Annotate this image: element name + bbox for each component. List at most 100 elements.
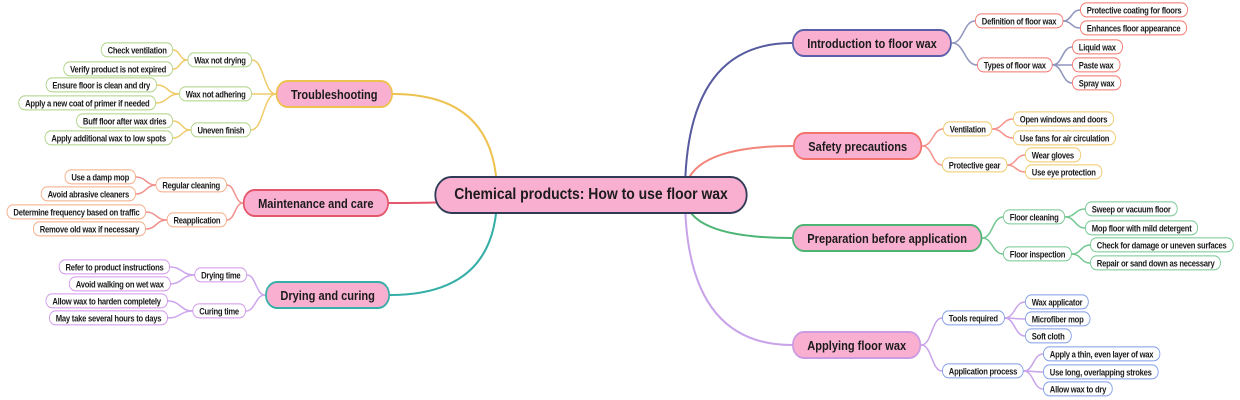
node-new-primer-coat[interactable]: Apply a new coat of primer if needed (18, 95, 156, 111)
link-apply-application-process (920, 344, 943, 372)
link-protective-gear-eye-protection (1006, 164, 1026, 173)
node-dry[interactable]: Drying and curing (264, 281, 390, 309)
node-repair-sand[interactable]: Repair or sand down as necessary (1090, 255, 1222, 271)
node-protective-coating[interactable]: Protective coating for floors (1080, 2, 1189, 18)
node-allow-dry[interactable]: Allow wax to dry (1043, 381, 1113, 397)
node-thin-layer[interactable]: Apply a thin, even layer of wax (1043, 346, 1161, 362)
link-wax-not-drying-verify-expired (172, 59, 188, 70)
link-apply-tools-required (920, 317, 943, 346)
node-definition[interactable]: Definition of floor wax (975, 13, 1064, 29)
link-central-trouble (392, 93, 499, 196)
node-damp-mop[interactable]: Use a damp mop (64, 169, 136, 185)
node-regular-cleaning[interactable]: Regular cleaning (155, 177, 227, 193)
link-uneven-finish-additional-wax (172, 129, 192, 139)
node-tools-required[interactable]: Tools required (942, 310, 1005, 326)
link-prep-floor-cleaning (981, 216, 1004, 239)
node-verify-expired[interactable]: Verify product is not expired (63, 61, 173, 77)
node-buff-floor[interactable]: Buff floor after wax dries (75, 113, 173, 129)
node-drying-time[interactable]: Drying time (194, 267, 247, 283)
node-trouble[interactable]: Troubleshooting (275, 80, 393, 108)
link-intro-definition (951, 20, 976, 44)
node-sweep-vacuum[interactable]: Sweep or vacuum floor (1085, 201, 1178, 217)
link-safety-ventilation (921, 128, 944, 147)
link-drying-time-avoid-walking (169, 274, 195, 285)
node-overlapping-strokes[interactable]: Use long, overlapping strokes (1043, 364, 1159, 380)
node-frequency-traffic[interactable]: Determine frequency based on traffic (6, 204, 146, 220)
node-central[interactable]: Chemical products: How to use floor wax (434, 176, 748, 214)
node-soft-cloth[interactable]: Soft cloth (1025, 328, 1072, 344)
node-check-damage[interactable]: Check for damage or uneven surfaces (1090, 237, 1234, 253)
link-prep-floor-inspection (981, 237, 1004, 255)
link-regular-cleaning-avoid-abrasive (135, 184, 157, 195)
node-harden-completely[interactable]: Allow wax to harden completely (45, 293, 168, 309)
node-curing-time[interactable]: Curing time (192, 303, 246, 319)
link-protective-gear-wear-gloves (1006, 154, 1026, 166)
link-tools-required-wax-applicator (1003, 301, 1026, 319)
node-spray-wax[interactable]: Spray wax (1072, 75, 1122, 91)
link-curing-time-hours-to-days (167, 310, 194, 319)
node-open-windows[interactable]: Open windows and doors (1013, 111, 1115, 127)
link-wax-not-drying-check-ventilation (172, 49, 188, 61)
node-microfiber-mop[interactable]: Microfiber mop (1025, 311, 1091, 327)
link-types-spray-wax (1051, 64, 1073, 84)
node-wax-applicator[interactable]: Wax applicator (1025, 294, 1090, 310)
node-eye-protection[interactable]: Use eye protection (1025, 164, 1103, 180)
node-apply[interactable]: Applying floor wax (792, 331, 922, 359)
node-hours-to-days[interactable]: May take several hours to days (48, 310, 168, 326)
link-tools-required-soft-cloth (1003, 317, 1026, 337)
link-trouble-uneven-finish (250, 93, 277, 131)
link-reapplication-frequency-traffic (145, 211, 168, 221)
link-central-dry (389, 194, 499, 296)
link-types-liquid-wax (1051, 46, 1073, 66)
node-wax-not-drying[interactable]: Wax not drying (187, 52, 252, 68)
link-intro-types (951, 42, 978, 66)
node-mop-detergent[interactable]: Mop floor with mild detergent (1085, 220, 1199, 236)
node-avoid-abrasive[interactable]: Avoid abrasive cleaners (40, 186, 136, 202)
node-use-fans[interactable]: Use fans for air circulation (1013, 130, 1116, 146)
node-paste-wax[interactable]: Paste wax (1072, 57, 1121, 73)
link-dry-drying-time (246, 274, 266, 296)
link-application-process-thin-layer (1023, 353, 1044, 372)
node-product-instructions[interactable]: Refer to product instructions (58, 259, 170, 275)
node-additional-wax[interactable]: Apply additional wax to low spots (44, 130, 173, 146)
link-wax-not-adhering-ensure-clean-dry (156, 84, 180, 95)
node-avoid-walking[interactable]: Avoid walking on wet wax (68, 276, 170, 292)
link-ventilation-open-windows (991, 118, 1014, 130)
node-enhances-appearance[interactable]: Enhances floor appearance (1080, 20, 1188, 36)
node-floor-cleaning[interactable]: Floor cleaning (1003, 209, 1066, 225)
link-regular-cleaning-damp-mop (135, 176, 157, 186)
node-wax-not-adhering[interactable]: Wax not adhering (178, 86, 252, 102)
node-protective-gear[interactable]: Protective gear (942, 157, 1008, 173)
link-dry-curing-time (245, 294, 266, 312)
node-wear-gloves[interactable]: Wear gloves (1025, 147, 1081, 163)
link-floor-inspection-check-damage (1071, 244, 1091, 255)
node-remove-old-wax[interactable]: Remove old wax if necessary (32, 221, 146, 237)
node-application-process[interactable]: Application process (942, 363, 1024, 379)
node-reapplication[interactable]: Reapplication (166, 212, 227, 228)
node-maint[interactable]: Maintenance and care (242, 189, 389, 217)
node-ventilation[interactable]: Ventilation (943, 121, 993, 137)
node-check-ventilation[interactable]: Check ventilation (100, 42, 173, 58)
node-floor-inspection[interactable]: Floor inspection (1003, 246, 1073, 262)
node-types[interactable]: Types of floor wax (977, 57, 1053, 73)
node-safety[interactable]: Safety precautions (793, 132, 923, 160)
link-central-intro (683, 42, 793, 196)
node-ensure-clean-dry[interactable]: Ensure floor is clean and dry (45, 77, 157, 93)
node-liquid-wax[interactable]: Liquid wax (1072, 39, 1123, 55)
link-definition-enhances-appearance (1062, 20, 1081, 29)
node-intro[interactable]: Introduction to floor wax (792, 29, 953, 57)
link-floor-cleaning-sweep-vacuum (1064, 208, 1086, 218)
node-uneven-finish[interactable]: Uneven finish (190, 122, 251, 138)
link-reapplication-remove-old-wax (145, 219, 168, 230)
link-uneven-finish-buff-floor (172, 120, 192, 131)
link-drying-time-product-instructions (169, 266, 195, 276)
link-ventilation-use-fans (991, 128, 1014, 139)
link-maint-regular-cleaning (226, 184, 244, 204)
link-floor-inspection-repair-sand (1071, 253, 1091, 264)
node-prep[interactable]: Preparation before application (792, 224, 983, 252)
link-floor-cleaning-mop-detergent (1064, 216, 1086, 229)
link-wax-not-adhering-new-primer-coat (155, 93, 180, 104)
link-definition-protective-coating (1062, 9, 1081, 22)
link-curing-time-harden-completely (167, 300, 194, 312)
